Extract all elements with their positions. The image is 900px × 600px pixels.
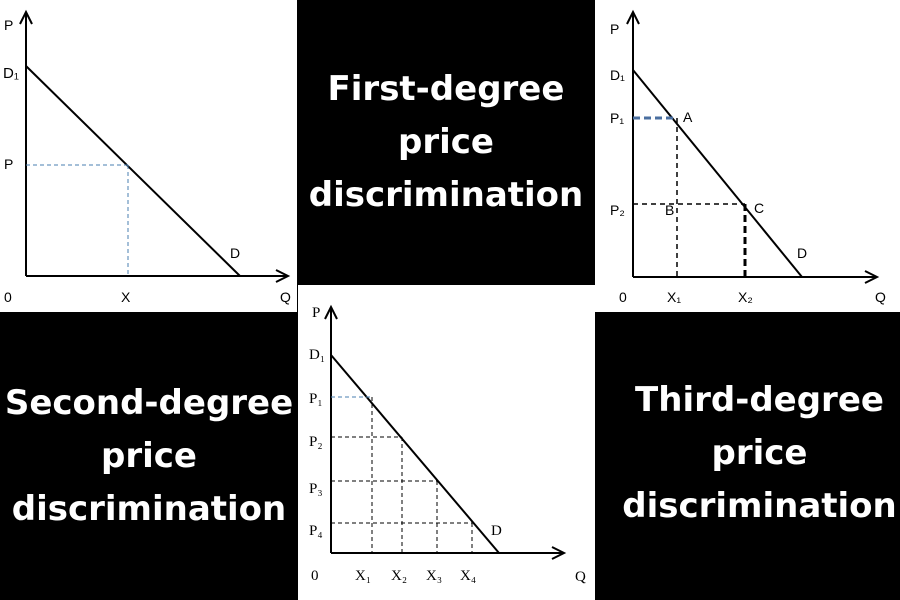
point-a-label: A [683, 109, 693, 125]
second-degree-title: Second-degree price discrimination [4, 382, 294, 529]
origin-label: 0 [311, 568, 319, 584]
first-degree-title-panel: First-degree price discrimination [297, 0, 595, 285]
point-b-label: B [665, 202, 674, 218]
p1-label: P₁ [610, 110, 624, 126]
x1-label: X₁ [355, 568, 371, 584]
demand-curve [25, 65, 241, 277]
x3-label: X₃ [426, 568, 442, 584]
demand-intercept-label: D₁ [3, 65, 19, 82]
demand-label: D [491, 523, 502, 539]
p2-label: P₂ [309, 434, 323, 450]
x2-label: X₂ [391, 568, 407, 584]
p-axis-arrow [19, 9, 33, 25]
demand-label: D [230, 245, 240, 261]
second-degree-title-panel: Second-degree price discrimination [0, 312, 298, 600]
graph-two-price-panel: P D₁ P₁ P₂ A B C D 0 X₁ X₂ Q [595, 0, 900, 312]
origin-label: 0 [619, 289, 627, 305]
first-degree-title: First-degree price discrimination [308, 69, 584, 215]
q-axis-arrow [864, 270, 880, 284]
q-axis-label: Q [575, 569, 586, 585]
point-c-label: C [754, 200, 764, 216]
graph-first-degree-panel: P D₁ P 0 X D Q [0, 0, 297, 312]
demand-label: D [797, 245, 807, 261]
demand-graph-single-price: P D₁ P 0 X D Q [3, 9, 291, 305]
x4-label: X₄ [460, 568, 476, 584]
q-axis-arrow [275, 269, 291, 283]
third-degree-title: Third-degree price discrimination [622, 379, 897, 526]
p3-label: P₃ [309, 481, 323, 497]
p-axis-label: P [4, 17, 13, 33]
p2-label: P₂ [610, 202, 625, 218]
price-label: P [4, 156, 13, 172]
demand-curve [632, 69, 803, 278]
third-degree-title-panel: Third-degree price discrimination [595, 312, 900, 600]
graph-block-pricing-panel: P D₁ P₁ P₂ P₃ P₄ D 0 X₁ X₂ X₃ X₄ Q [298, 285, 595, 600]
x2-label: X₂ [738, 289, 753, 305]
p-axis-arrow [626, 9, 640, 25]
p-axis-arrow [324, 304, 338, 320]
x1-label: X₁ [667, 289, 681, 305]
p-axis-label: P [610, 21, 619, 37]
origin-label: 0 [4, 289, 12, 305]
p-axis-label: P [312, 305, 320, 321]
price-step-guides [331, 396, 473, 553]
demand-intercept-label: D₁ [610, 67, 625, 83]
demand-graph-two-prices: P D₁ P₁ P₂ A B C D 0 X₁ X₂ Q [610, 9, 886, 305]
p4-label: P₄ [309, 523, 323, 539]
q-axis-arrow [551, 546, 567, 560]
q-axis-label: Q [280, 289, 291, 305]
demand-curve [330, 354, 500, 554]
demand-intercept-label: D₁ [309, 347, 325, 363]
q-axis-label: Q [875, 289, 886, 305]
quantity-label: X [121, 289, 131, 305]
p1-label: P₁ [309, 391, 323, 407]
demand-graph-four-prices: P D₁ P₁ P₂ P₃ P₄ D 0 X₁ X₂ X₃ X₄ Q [309, 304, 586, 585]
